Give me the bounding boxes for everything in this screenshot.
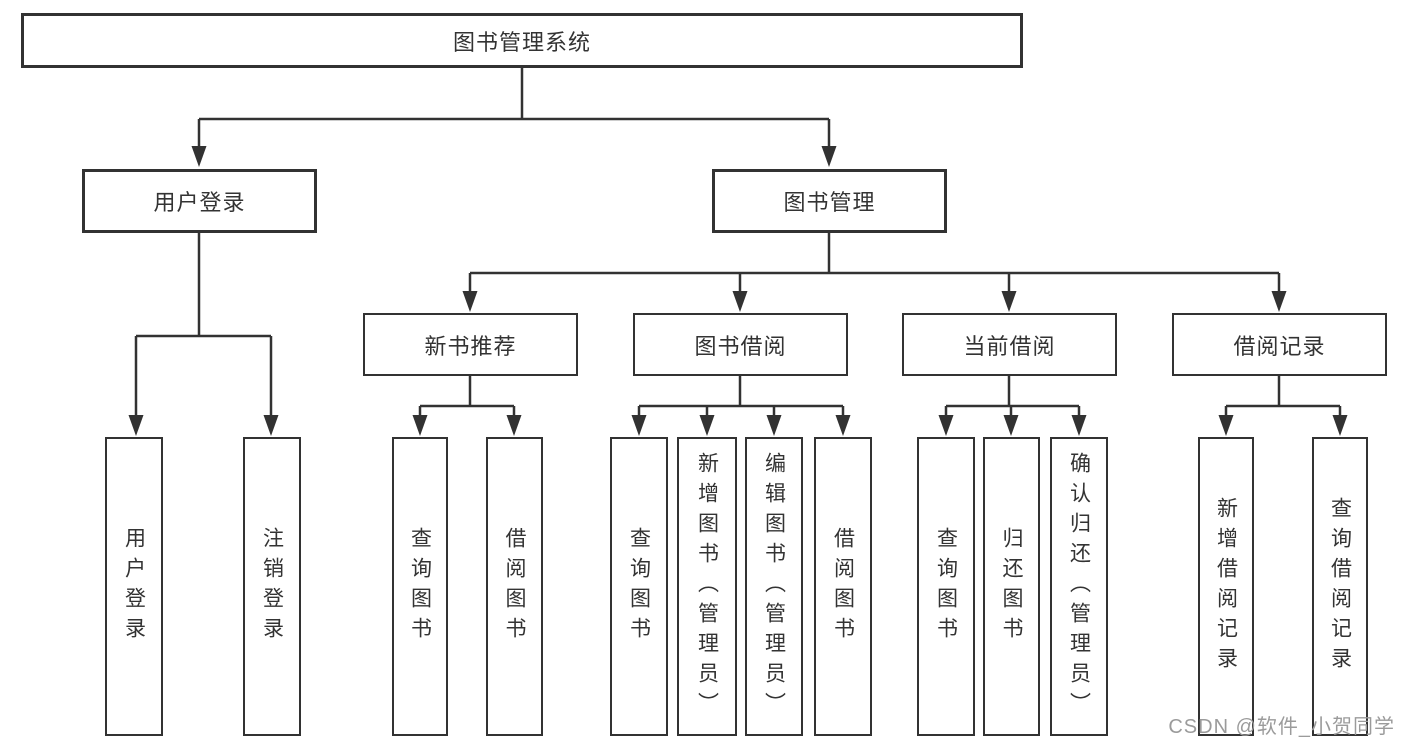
node-borrow-books: 借阅图书 <box>486 437 543 736</box>
node-label: 用户登录 <box>122 526 146 647</box>
node-query-borrow-record: 查询借阅记录 <box>1312 437 1368 736</box>
node-borrow-books: 借阅图书 <box>814 437 872 736</box>
node-book-borrowing: 图书借阅 <box>633 313 848 376</box>
node-label: 查询图书 <box>627 526 651 647</box>
node-confirm-return-admin: 确认归还（管理员） <box>1050 437 1108 736</box>
node-user-login-leaf: 用户登录 <box>105 437 163 736</box>
node-label: 新增借阅记录 <box>1214 496 1238 677</box>
node-label: 注销登录 <box>260 526 284 647</box>
node-label: 借阅图书 <box>503 526 527 647</box>
node-library-management-system: 图书管理系统 <box>21 13 1023 68</box>
node-query-books: 查询图书 <box>610 437 668 736</box>
node-label: 借阅图书 <box>831 526 855 647</box>
node-label: 确认归还（管理员） <box>1067 451 1091 722</box>
node-label: 归还图书 <box>1000 526 1024 647</box>
node-label: 查询图书 <box>408 526 432 647</box>
node-logout: 注销登录 <box>243 437 301 736</box>
node-book-management: 图书管理 <box>712 169 947 233</box>
csdn-watermark: CSDN @软件_小贺同学 <box>1168 716 1395 738</box>
node-label: 查询借阅记录 <box>1328 496 1352 677</box>
node-user-login: 用户登录 <box>82 169 317 233</box>
node-query-books: 查询图书 <box>917 437 975 736</box>
node-borrowing-records: 借阅记录 <box>1172 313 1387 376</box>
arrowheads <box>128 146 1348 436</box>
node-label: 新增图书（管理员） <box>695 451 719 722</box>
node-add-book-admin: 新增图书（管理员） <box>677 437 737 736</box>
node-return-book: 归还图书 <box>983 437 1040 736</box>
node-add-borrow-record: 新增借阅记录 <box>1198 437 1254 736</box>
node-label: 编辑图书（管理员） <box>762 451 786 722</box>
node-new-book-recommend: 新书推荐 <box>363 313 578 376</box>
node-edit-book-admin: 编辑图书（管理员） <box>745 437 803 736</box>
node-label: 查询图书 <box>934 526 958 647</box>
node-query-books: 查询图书 <box>392 437 448 736</box>
node-current-borrowing: 当前借阅 <box>902 313 1117 376</box>
